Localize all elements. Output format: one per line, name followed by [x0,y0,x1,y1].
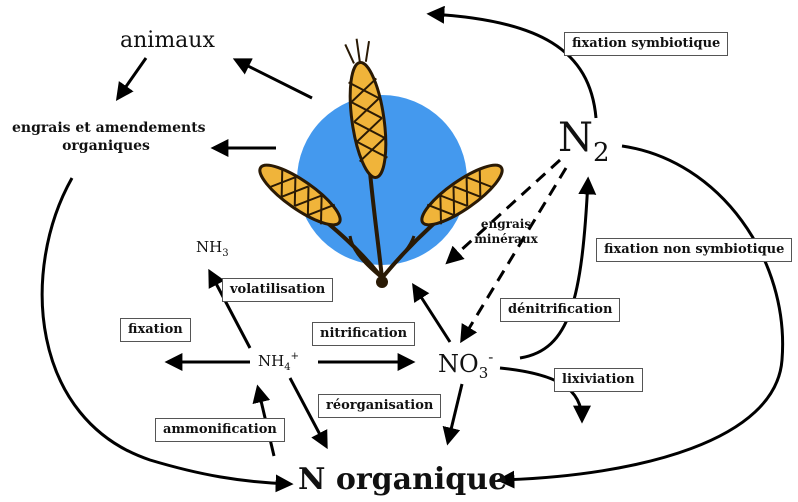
node-no3-sup: - [488,348,494,366]
node-engrais-mineraux-line2: minéraux [474,232,538,246]
arrow-fixation-symbiotique [426,5,598,119]
node-no3-sub: 3 [478,364,489,382]
node-nh4-main: NH [258,352,285,370]
box-fixation: fixation [120,318,191,343]
node-no3-main: NO [438,350,479,378]
node-nh4: NH4+ [258,352,299,373]
node-engrais-mineraux: engrais minéraux [474,218,538,245]
node-engrais-organiques-line2: organiques [62,138,150,154]
node-engrais-mineraux-line1: engrais [480,217,532,231]
arrow-reorganisation [288,377,328,450]
node-n2-sub: 2 [593,138,610,168]
arrow-denitrification [519,176,597,360]
arrow-animaux-to-engrais [115,57,148,101]
arrow-plant-to-animaux [232,58,313,100]
node-nh3-sub: 3 [222,248,229,259]
box-denitrification: dénitrification [500,298,621,323]
box-ammonification: ammonification [155,418,285,443]
box-reorganisation: réorganisation [318,394,442,419]
node-no3: NO3- [438,350,493,381]
node-nh4-sup: + [290,351,299,362]
node-engrais-organiques: engrais et amendements organiques [12,120,206,154]
box-fixation-non-symbiotique: fixation non symbiotique [596,238,793,263]
arrow-engrais-to-norganique [40,177,294,493]
arrow-n2-to-no3-dashed [460,167,568,344]
arrow-no3-to-norganique [442,383,464,446]
node-nh3: NH3 [196,240,229,259]
box-fixation-symbiotique: fixation symbiotique [564,32,729,57]
arrow-n2-to-norganique [496,144,785,489]
arrow-volatilisation [208,268,252,349]
node-n2: N2 [558,118,610,166]
box-lixiviation: lixiviation [554,368,643,393]
node-n-organique: N organique [298,462,508,497]
node-nh4-sub: 4 [284,362,291,373]
box-volatilisation: volatilisation [222,278,334,303]
wheat-icon [258,38,504,288]
node-engrais-organiques-line1: engrais et amendements [12,120,206,136]
arrow-n2-to-plant-dashed [445,158,562,265]
node-nh3-main: NH [196,238,223,256]
node-n2-main: N [558,115,593,161]
box-nitrification: nitrification [312,322,416,347]
arrow-no3-to-plant [412,282,452,343]
node-animaux: animaux [120,28,215,53]
